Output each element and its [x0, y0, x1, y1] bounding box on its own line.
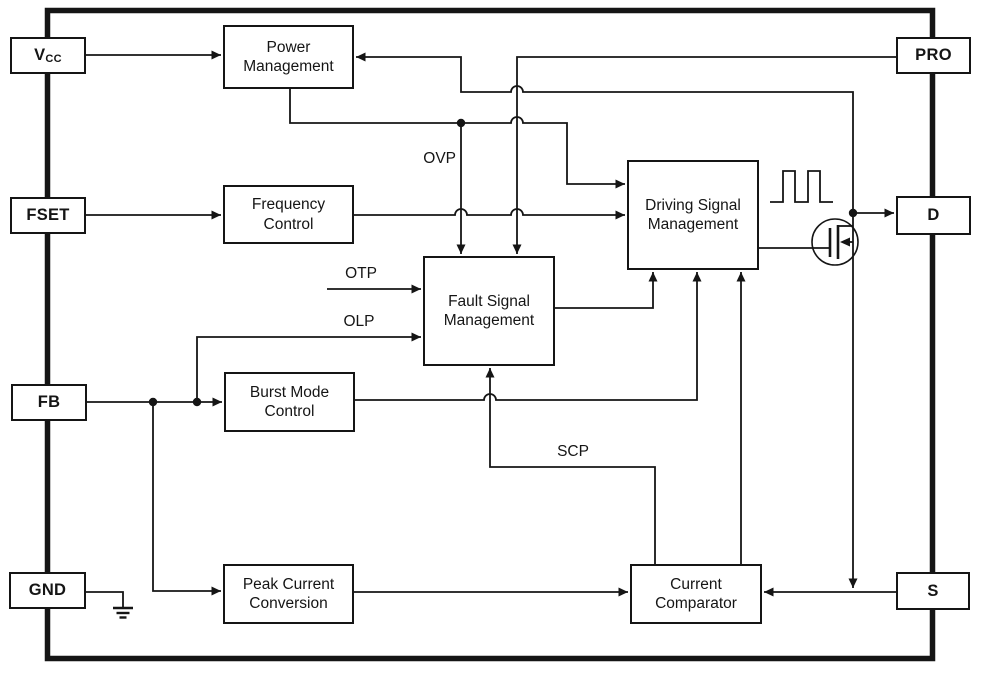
wire-olp-branch	[196, 332, 421, 402]
ic-boundary	[44, 7, 936, 662]
junction-dot	[148, 397, 158, 407]
wire-pro-to-fault-signal-management	[512, 56, 896, 254]
pin-s: S	[896, 572, 970, 610]
junction-dot	[848, 208, 858, 218]
wire-power-management-to-driving-signal-management	[289, 88, 625, 189]
wire-fb-to-peak-current-conversion	[152, 402, 221, 596]
ground-lead	[86, 591, 124, 608]
pin-label: GND	[28, 581, 67, 599]
mosfet-body-circle	[811, 218, 859, 266]
junction-dots	[148, 118, 858, 407]
pin-label-subscript: CC	[45, 53, 62, 65]
pin-gnd: GND	[9, 572, 86, 609]
label-ovp: OVP	[423, 150, 456, 167]
junction-dot	[456, 118, 466, 128]
wire-drain-sense-to-power-management	[356, 52, 854, 213]
block-label: Power Management	[243, 38, 334, 75]
block-label: Current Comparator	[655, 575, 737, 612]
block-label: Burst Mode Control	[249, 383, 330, 420]
pin-label: V	[34, 46, 46, 64]
mosfet-icon	[759, 218, 859, 266]
block-current-comparator: Current Comparator	[630, 564, 762, 624]
block-power-management: Power Management	[223, 25, 354, 89]
pin-fb: FB	[11, 384, 87, 421]
wire-burst-mode-to-driving-signal-management	[355, 272, 702, 401]
waveform-icon	[770, 170, 833, 203]
pin-pro: PRO	[896, 37, 971, 74]
block-label: Peak Current Conversion	[242, 575, 335, 612]
block-label: Frequency Control	[251, 196, 326, 233]
pin-fset: FSET	[10, 197, 86, 234]
pin-label: D	[927, 206, 940, 224]
block-driving-signal-management: Driving Signal Management	[627, 160, 759, 270]
ground-symbol	[86, 591, 133, 619]
block-peak-current-conversion: Peak Current Conversion	[223, 564, 354, 624]
label-olp: OLP	[343, 313, 375, 330]
wire-fault-signal-to-driving-signal-management	[555, 272, 658, 309]
mosfet-body-arrow	[840, 237, 850, 247]
label-otp: OTP	[345, 265, 377, 282]
label-scp: SCP	[557, 443, 589, 460]
block-fault-signal-management: Fault Signal Management	[423, 256, 555, 366]
block-frequency-control: Frequency Control	[223, 185, 354, 244]
wire-frequency-control-to-driving-signal-management	[354, 208, 625, 220]
pin-d: D	[896, 196, 971, 235]
junction-dot	[192, 397, 202, 407]
pin-label: FB	[37, 393, 61, 411]
block-burst-mode-control: Burst Mode Control	[224, 372, 355, 432]
block-label: Fault Signal Management	[443, 292, 535, 329]
pin-label: S	[927, 581, 939, 600]
block-label: Driving Signal Management	[645, 196, 741, 233]
wire-scp-to-fault-signal-management	[485, 368, 656, 564]
pin-label: PRO	[915, 46, 952, 64]
pin-label: FSET	[26, 206, 70, 224]
